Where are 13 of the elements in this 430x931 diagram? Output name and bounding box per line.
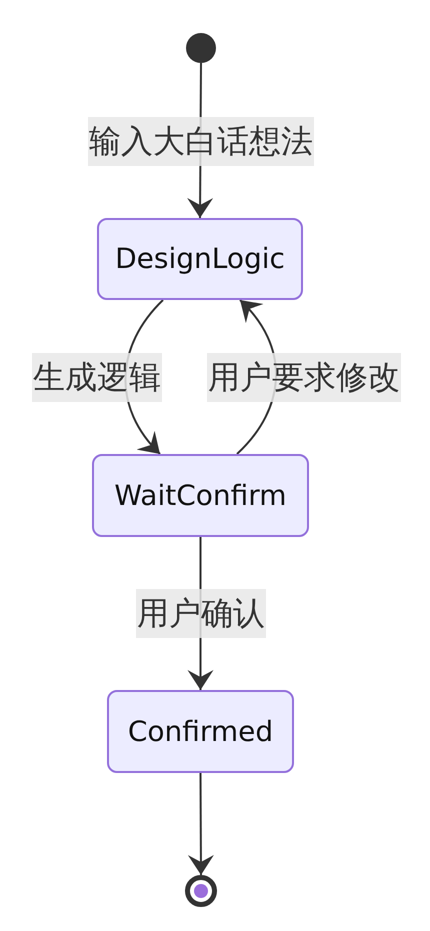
state-box (107, 690, 294, 773)
edge-label: 用户要求修改 (207, 353, 401, 402)
initial-state-dot (186, 33, 216, 63)
transition-arrow (188, 773, 214, 875)
state-box (97, 218, 303, 300)
edge-label: 生成逻辑 (32, 353, 162, 402)
edge-label: 用户确认 (136, 589, 266, 638)
final-state-marker (185, 875, 217, 907)
edge-label: 输入大白话想法 (88, 117, 314, 166)
state-name: Confirmed (128, 714, 274, 748)
state-name: DesignLogic (115, 242, 285, 276)
state-box (92, 454, 309, 537)
state-name: WaitConfirm (114, 478, 287, 512)
